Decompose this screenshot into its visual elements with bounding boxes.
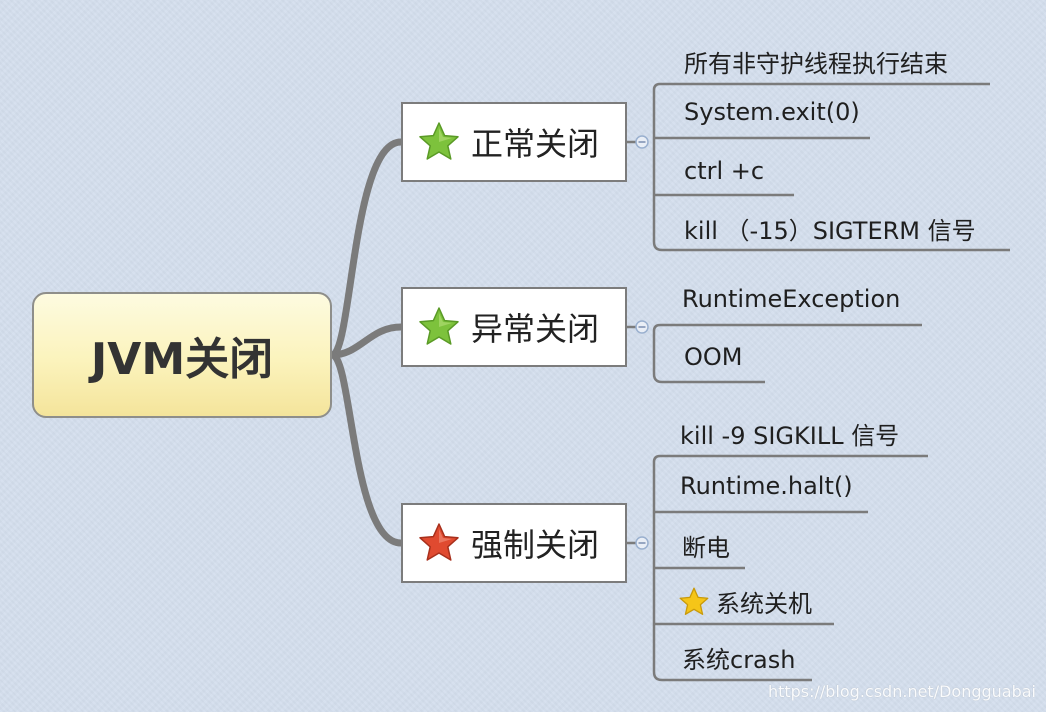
leaf-label: System.exit(0) [684,98,860,126]
branch-label: 异常关闭 [471,310,600,348]
connector-root-forced [328,351,405,547]
collapse-markers [635,135,649,550]
leaf-node[interactable]: OOM [684,343,743,371]
branch-forced-shutdown[interactable]: 强制关闭 [401,503,627,583]
root-node[interactable]: JVM关闭 [32,292,332,418]
leaf-node[interactable]: kill （-15）SIGTERM 信号 [684,211,976,246]
root-label: JVM关闭 [90,334,274,385]
leaf-label: kill （-15）SIGTERM 信号 [684,217,976,245]
bracket-normal [652,82,1010,252]
yellow-star-icon [679,587,709,615]
leaf-node[interactable]: System.exit(0) [684,98,860,126]
red-star-icon [419,523,459,561]
leaf-node[interactable]: RuntimeException [682,285,900,313]
leaf-label: 断电 [682,534,730,562]
branch-label: 正常关闭 [471,125,600,163]
leaf-label: 系统关机 [716,590,812,618]
leaf-label: RuntimeException [682,285,901,313]
leaf-node[interactable]: 所有非守护线程执行结束 [684,44,948,79]
bracket-forced [652,454,928,682]
watermark-text: https://blog.csdn.net/Dongguabai [767,682,1036,701]
leaf-label: ctrl +c [684,157,765,185]
leaf-label: kill -9 SIGKILL 信号 [680,422,900,450]
branch-normal-shutdown[interactable]: 正常关闭 [401,102,627,182]
bracket-abnormal [652,323,922,384]
leaf-node[interactable]: 断电 [682,528,730,563]
leaf-node[interactable]: 系统关机 [678,584,812,619]
leaf-label: OOM [684,343,743,371]
green-star-icon [419,307,459,345]
leaf-label: 系统crash [682,646,796,674]
leaf-node[interactable]: Runtime.halt() [680,472,853,500]
leaf-label: 所有非守护线程执行结束 [684,50,948,78]
branch-abnormal-shutdown[interactable]: 异常关闭 [401,287,627,367]
leaf-node[interactable]: 系统crash [682,640,795,675]
connector-root-normal [328,138,405,359]
leaf-node[interactable]: ctrl +c [684,157,764,185]
leaf-label: Runtime.halt() [680,472,853,500]
leaf-node[interactable]: kill -9 SIGKILL 信号 [680,416,899,451]
branch-label: 强制关闭 [471,526,600,564]
connector-root-abnormal [328,323,405,359]
green-star-icon [419,122,459,160]
